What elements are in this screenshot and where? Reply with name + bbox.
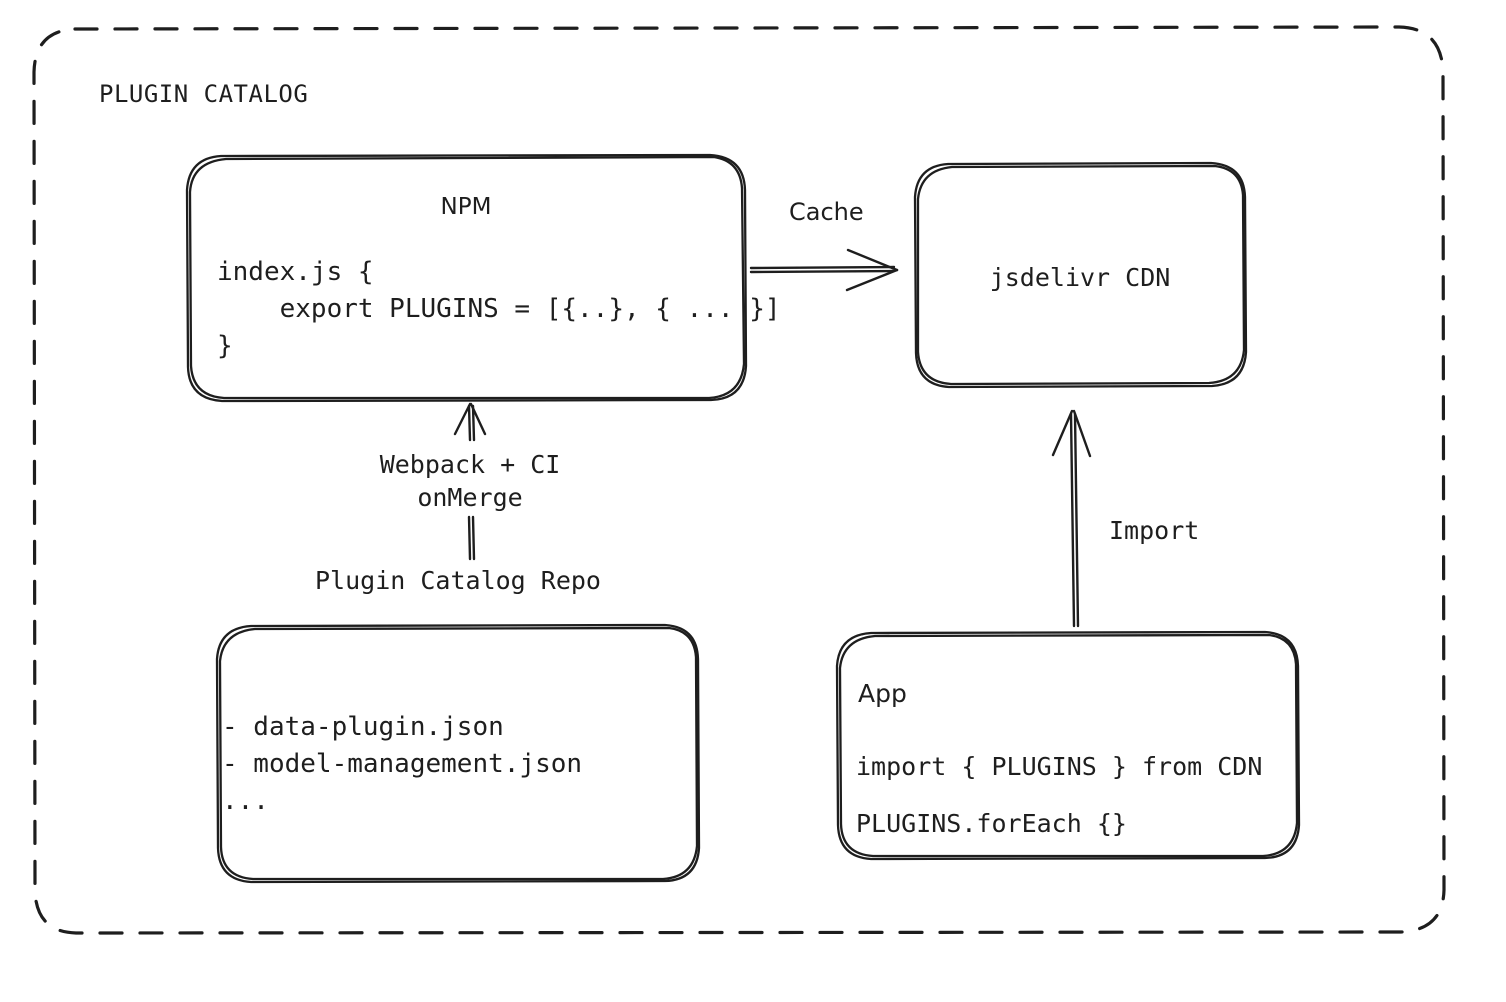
edge-npm-to-cdn [749, 248, 899, 292]
diagram-title: PLUGIN CATALOG [99, 80, 309, 108]
app-box-outline [835, 630, 1301, 861]
edge-label-cache: Cache [789, 198, 864, 226]
app-node-title: App [858, 679, 907, 708]
cdn-node-title: jsdelivr CDN [989, 263, 1171, 292]
repo-box-outline [215, 623, 701, 884]
outer-frame [32, 25, 1446, 935]
edge-app-to-cdn [1051, 409, 1092, 628]
app-node-code: import { PLUGINS } from CDN PLUGINS.forE… [856, 752, 1263, 838]
repo-node-file-list: - data-plugin.json - model-management.js… [222, 712, 583, 816]
edge-label-webpack-ci-onmerge: Webpack + CI onMerge [379, 450, 561, 512]
npm-node-title: NPM [440, 194, 492, 220]
npm-box-outline [185, 153, 748, 403]
npm-node-code: index.js { export PLUGINS = [{..}, { ...… [217, 257, 781, 361]
repo-node-caption: Plugin Catalog Repo [315, 566, 601, 595]
cdn-box-outline [913, 161, 1248, 389]
edge-repo-to-npm [453, 402, 487, 561]
edge-label-import: Import [1109, 516, 1200, 545]
